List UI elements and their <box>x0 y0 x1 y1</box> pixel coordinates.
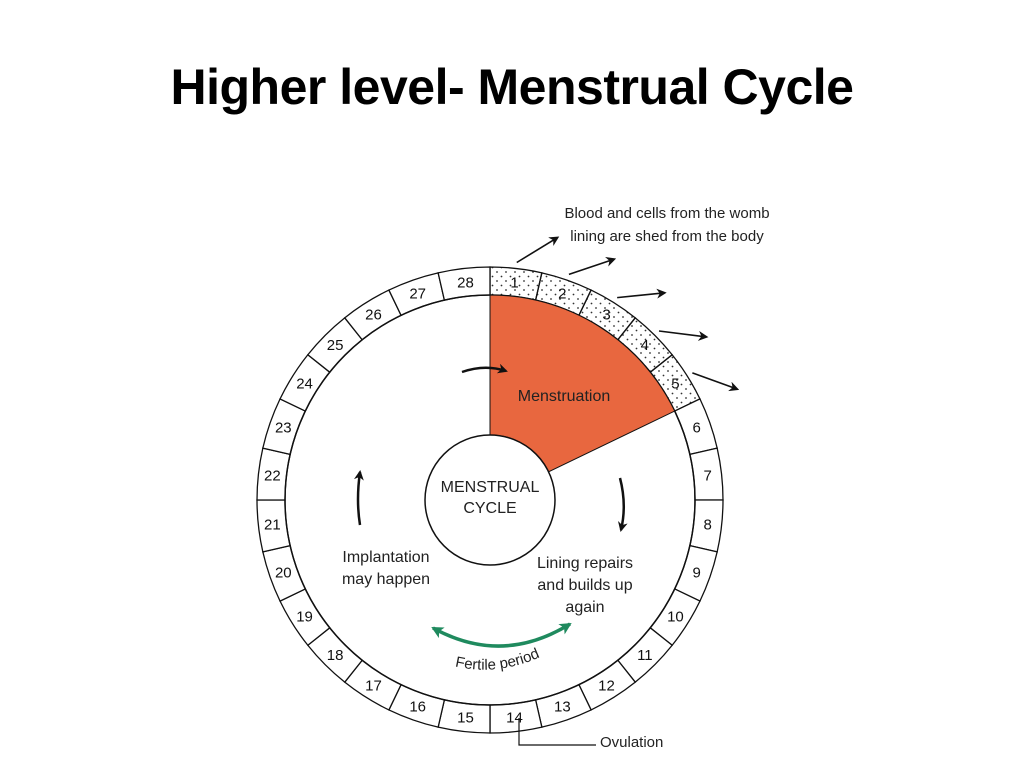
fertile-period-arrow-icon <box>431 622 572 648</box>
day-segment: 25 <box>306 316 364 374</box>
day-number: 10 <box>667 609 684 626</box>
day-number: 24 <box>296 375 313 392</box>
day-number: 16 <box>409 699 426 716</box>
repair-line2: and builds up <box>537 577 632 594</box>
shed-note-line1: Blood and cells from the womb <box>564 205 769 222</box>
menstruation-label: Menstruation <box>518 388 611 405</box>
center-label-line1: MENSTRUAL <box>441 479 540 496</box>
day-number: 6 <box>693 420 701 437</box>
day-number: 15 <box>457 710 474 727</box>
day-number: 26 <box>365 307 382 324</box>
day-number: 14 <box>506 710 523 727</box>
cycle-direction-arrow-icon <box>461 363 508 374</box>
repair-line1: Lining repairs <box>537 555 633 572</box>
day-number: 22 <box>264 467 281 484</box>
day-number: 11 <box>637 647 653 664</box>
day-number: 2 <box>558 285 566 302</box>
ovulation-callout-line <box>518 718 596 746</box>
shed-arrow-icon <box>658 330 709 341</box>
day-number: 17 <box>365 677 382 694</box>
shed-arrow-icon <box>692 372 740 392</box>
day-segment: 16 <box>388 683 446 728</box>
shed-arrows <box>516 236 740 392</box>
implantation-line1: Implantation <box>342 549 429 566</box>
shed-arrow-icon <box>568 256 617 276</box>
day-number: 27 <box>409 285 426 302</box>
day-number: 13 <box>554 699 571 716</box>
day-number: 12 <box>598 677 615 694</box>
implantation-line2: may happen <box>342 571 430 588</box>
fertile-period-label: Fertile period <box>454 645 542 674</box>
day-number: 20 <box>275 564 292 581</box>
day-number: 23 <box>275 420 292 437</box>
day-number: 28 <box>457 274 474 291</box>
center-circle <box>424 434 556 566</box>
day-number: 7 <box>703 467 711 484</box>
ovulation-label: Ovulation <box>600 734 663 751</box>
repair-line3: again <box>565 599 604 616</box>
day-number: 25 <box>327 337 344 354</box>
day-ring: 1234567891011121314151617181920212223242… <box>256 266 724 734</box>
shed-note-line2: lining are shed from the body <box>570 228 764 245</box>
day-segment: 28 <box>437 266 491 301</box>
center-label-line2: CYCLE <box>463 500 516 517</box>
day-number: 4 <box>641 337 649 354</box>
day-number: 18 <box>327 647 344 664</box>
day-number: 21 <box>264 517 281 534</box>
day-number: 5 <box>671 375 679 392</box>
shed-arrow-icon <box>617 288 667 299</box>
cycle-direction-arrow-icon <box>353 470 364 526</box>
shed-arrow-icon <box>516 236 560 264</box>
day-number: 1 <box>510 274 518 291</box>
slide-title: Higher level- Menstrual Cycle <box>170 59 854 115</box>
day-number: 9 <box>693 564 701 581</box>
day-number: 19 <box>296 609 313 626</box>
day-number: 3 <box>602 307 610 324</box>
cycle-direction-arrow-icon <box>618 477 628 532</box>
day-number: 8 <box>703 517 711 534</box>
